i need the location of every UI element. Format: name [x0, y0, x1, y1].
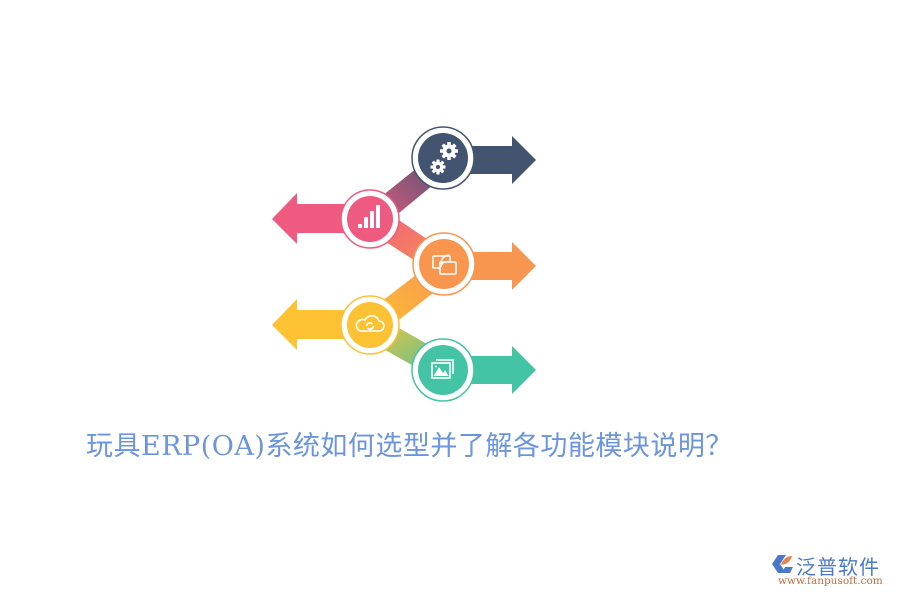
arrow-step-4	[272, 299, 345, 350]
arrow-step-2	[272, 193, 345, 244]
image-gallery-icon	[431, 359, 454, 379]
brand-name: 泛普软件	[796, 555, 880, 579]
step-1-node	[411, 126, 475, 190]
step-3-node	[412, 232, 476, 296]
brand-url: www.fanpusoft.com	[778, 575, 883, 587]
arrow-step-3	[460, 242, 536, 290]
brand-logo[interactable]: 泛普软件 www.fanpusoft.com	[768, 551, 894, 591]
arrow-step-1	[460, 136, 536, 184]
bar-chart-icon	[358, 205, 380, 228]
screen-cast-icon	[432, 254, 457, 275]
step-2-node	[340, 189, 400, 249]
fanpu-logo-icon	[772, 555, 793, 573]
gears-icon	[430, 142, 458, 175]
cloud-sync-icon	[355, 314, 385, 332]
step-5-node	[411, 338, 475, 402]
arrow-step-5	[460, 346, 536, 394]
page-title: 玩具ERP(OA)系统如何选型并了解各功能模块说明？	[86, 431, 733, 462]
step-4-node	[340, 295, 400, 355]
